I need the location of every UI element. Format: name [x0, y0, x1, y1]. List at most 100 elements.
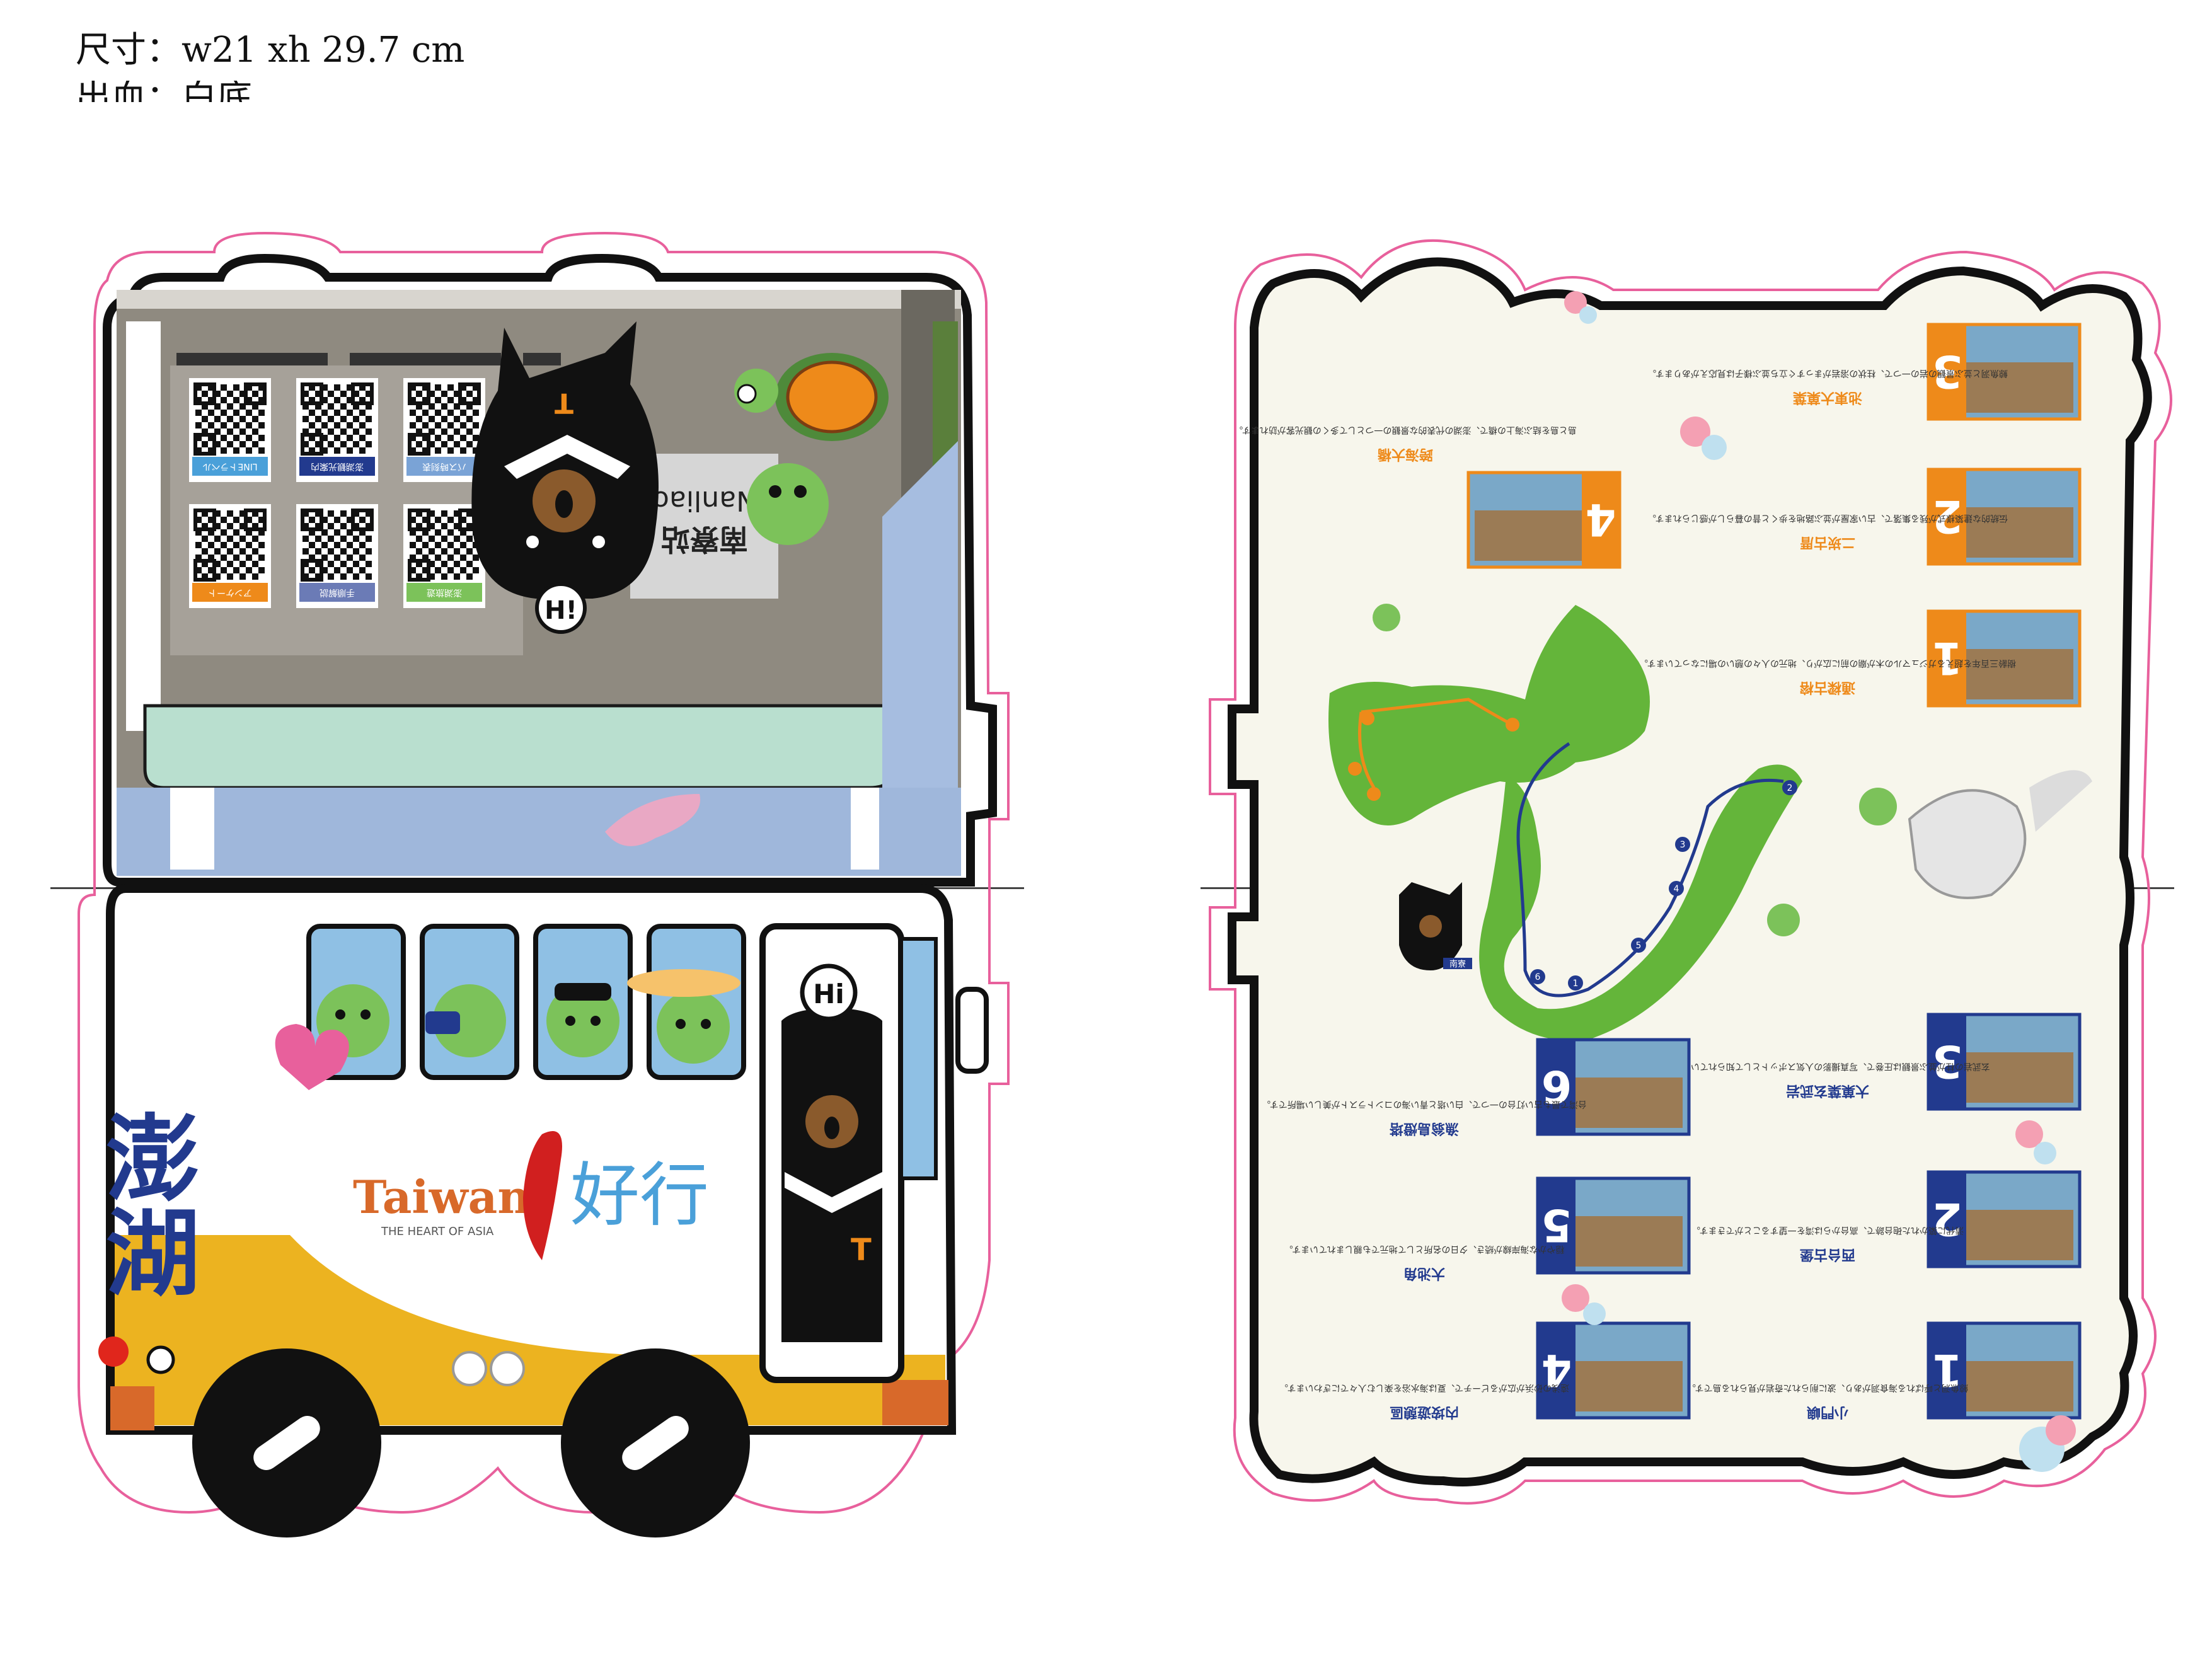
spot-card-2: 2 西台古堡 清代に築かれた砲台跡で、高台からは湾を一望することができます。 [1691, 1170, 2082, 1268]
svg-text:跨海大橋: 跨海大橋 [1377, 446, 1433, 463]
map-route-main [1516, 742, 1784, 997]
brand-tagline: THE HEART OF ASIA [381, 1225, 494, 1238]
svg-text:2: 2 [1787, 783, 1793, 793]
map-island-south [1479, 764, 1802, 1041]
map-turtle-2 [1767, 904, 1800, 936]
black-bear-character: T H! [471, 321, 659, 634]
bus-body: T Hi 澎湖 Taiwan THE HEART OF ASIA 好行 [89, 884, 989, 1537]
spot-card-4: 4 跨海大橋 島と島を結ぶ海上の橋で、澎湖の代表的な景観の一つとして多くの観光客が訪… [1234, 425, 1622, 569]
qr-code-1[interactable]: LINEトラベル [189, 378, 271, 482]
map-island-west [1328, 605, 1650, 825]
qr-label: 澎湖観光案内 [311, 461, 364, 472]
map-stop-3: 3 [1675, 837, 1690, 852]
svg-text:1: 1 [1932, 1344, 1963, 1396]
svg-text:2: 2 [1932, 490, 1963, 542]
spot-card-2: 2 二崁古厝 伝統的な建築様式が残る集落で、古い家屋が並ぶ路地を歩くと昔の暮らしが感… [1647, 468, 2082, 566]
spots-top-column: 3 池東大菓葉 鯨魚洞と並ぶ景観の岩の一つで、柱状の溶岩がまっすぐ立ち並ぶ様子は見応… [1234, 323, 2082, 708]
map-turtle-1 [1859, 788, 1897, 825]
svg-text:台湾で最も古い灯台の一つで、白い塔と青い海のコントラストが美: 台湾で最も古い灯台の一つで、白い塔と青い海のコントラストが美しい場所です。 [1262, 1099, 1587, 1110]
penghu-title: 澎湖 [89, 1109, 200, 1298]
qr-label: バス時刻表 [422, 461, 466, 471]
svg-text:1: 1 [1573, 979, 1579, 989]
svg-text:2: 2 [1932, 1193, 1963, 1244]
map-stops: 1 2 3 4 5 6 [1348, 711, 1797, 991]
qr-code-4[interactable]: アンケート [189, 504, 271, 608]
svg-text:伝統的な建築様式が残る集落で、古い家屋が並ぶ路地を歩くと昔の: 伝統的な建築様式が残る集落で、古い家屋が並ぶ路地を歩くと昔の暮らしが感じられます… [1647, 513, 2008, 524]
map-west-stop [1367, 787, 1381, 801]
front-cut-line [78, 231, 1010, 1515]
svg-text:西台古堡: 西台古堡 [1800, 1246, 1855, 1263]
slogan: 好行 [570, 1155, 709, 1236]
map-west-stop [1361, 711, 1374, 725]
spot-card-5: 5 大池角 穏やかな海岸線が続き、夕日の名所として地元でも親しまれています。 [1284, 1176, 1691, 1282]
svg-text:島と島を結ぶ海上の橋で、澎湖の代表的な景観の一つとして多くの: 島と島を結ぶ海上の橋で、澎湖の代表的な景観の一つとして多くの観光客が訪れます。 [1234, 425, 1577, 435]
qr-code-2[interactable]: 澎湖観光案内 [296, 378, 378, 482]
qr-label: 手順解説 [320, 587, 355, 597]
qr-label: LINEトラベル [202, 461, 257, 471]
svg-text:二崁古厝: 二崁古厝 [1800, 534, 1855, 551]
svg-text:大菓葉玄武岩: 大菓葉玄武岩 [1786, 1083, 1869, 1099]
bleed-spec: 出血：白底 [76, 81, 252, 102]
map-stop-6: 6 [1530, 969, 1545, 984]
driver-speech-bubble: Hi [813, 979, 844, 1009]
map-west-stop [1506, 718, 1519, 732]
bear-speech-bubble: H! [544, 596, 577, 625]
svg-text:小門嶼: 小門嶼 [1807, 1404, 1848, 1420]
svg-text:4: 4 [1586, 493, 1616, 545]
map-stop-1: 1 [1568, 975, 1583, 991]
svg-text:4: 4 [1674, 884, 1679, 894]
map-stop-5: 5 [1631, 938, 1646, 953]
qr-code-5[interactable]: 手順解説 [296, 504, 378, 608]
bus-seat [143, 704, 903, 790]
spot-card-3: 3 大菓葉玄武岩 玄武岩の柱が並ぶ景観は圧巻で、写真撮影の人気スポットとして知られて… [1665, 1013, 2082, 1111]
size-spec: 尺寸：w21 xh 29.7 cm [76, 30, 465, 71]
svg-text:穏やかな海岸線が続き、夕日の名所として地元でも親しまれていま: 穏やかな海岸線が続き、夕日の名所として地元でも親しまれています。 [1284, 1244, 1565, 1255]
qr-code-6[interactable]: 澎湖旅遊 [403, 504, 485, 608]
svg-text:3: 3 [1932, 1035, 1963, 1087]
stop-name-zh: 南寮站 [661, 522, 748, 556]
map-west-stop [1348, 762, 1362, 776]
back-black-outline [1228, 257, 2152, 1486]
svg-text:5: 5 [1541, 1199, 1572, 1251]
spot-card-3: 3 池東大菓葉 鯨魚洞と並ぶ景観の岩の一つで、柱状の溶岩がまっすぐ立ち並ぶ様子は見応… [1647, 323, 2082, 421]
back-panel: 1 2 3 4 5 6 3 池東大菓葉 鯨魚洞と並ぶ景観の岩の一つで、柱状の溶岩がまっすぐ立ち… [1209, 239, 2172, 1505]
svg-text:大池角: 大池角 [1403, 1265, 1445, 1282]
svg-text:3: 3 [1932, 345, 1963, 397]
map-turtle-3 [1373, 604, 1400, 631]
svg-text:3: 3 [1680, 840, 1686, 850]
qr-label: 澎湖旅遊 [427, 587, 462, 597]
stop-name-en: Nanliao [652, 485, 757, 517]
svg-text:鯨魚洞と呼ばれる海食洞があり、波に削られた奇岩が見られる島で: 鯨魚洞と呼ばれる海食洞があり、波に削られた奇岩が見られる島です。 [1687, 1382, 1968, 1393]
svg-text:清代に築かれた砲台跡で、高台からは湾を一望することができます: 清代に築かれた砲台跡で、高台からは湾を一望することができます。 [1691, 1225, 1964, 1236]
map-stop-4: 4 [1669, 881, 1684, 896]
svg-text:通樑古榕: 通樑古榕 [1799, 679, 1855, 696]
bear-chest-letter: T [555, 387, 573, 419]
svg-text:6: 6 [1541, 1060, 1572, 1112]
map-start-tag: 南寮 [1449, 959, 1466, 969]
svg-text:遠浅の砂浜が広がるビーチで、夏は海水浴を楽しむ人々でにぎわい: 遠浅の砂浜が広がるビーチで、夏は海水浴を楽しむ人々でにぎわいます。 [1279, 1382, 1569, 1393]
qr-label: アンケート [208, 587, 252, 597]
seashell-icon [1908, 789, 2027, 899]
map-bear-character: 南寮 [1399, 882, 1472, 970]
bridge-deco [2029, 770, 2092, 832]
spot-card-1: 1 通樑古榕 樹齢三百年を超えるガジュマルの木が廟の前に広がり、地元の人々の憩いの場… [1639, 609, 2082, 708]
map-route-west [1358, 698, 1514, 789]
svg-text:6: 6 [1535, 972, 1541, 982]
svg-text:鯨魚洞と並ぶ景観の岩の一つで、柱状の溶岩がまっすぐ立ち並ぶ様: 鯨魚洞と並ぶ景観の岩の一つで、柱状の溶岩がまっすぐ立ち並ぶ様子は見応えがあります… [1647, 368, 2007, 379]
svg-text:玄武岩の柱が並ぶ景観は圧巻で、写真撮影の人気スポットとして知: 玄武岩の柱が並ぶ景観は圧巻で、写真撮影の人気スポットとして知られています。 [1665, 1061, 1990, 1072]
bus-floor [117, 788, 961, 876]
turtle-character-hanging [734, 353, 889, 545]
svg-text:内垵遊憩區: 内垵遊憩區 [1390, 1404, 1459, 1420]
driver-bear-letter: T [851, 1233, 872, 1268]
back-cut-line [1209, 239, 2172, 1505]
svg-text:1: 1 [1932, 632, 1963, 684]
svg-text:樹齢三百年を超えるガジュマルの木が廟の前に広がり、地元の人々: 樹齢三百年を超えるガジュマルの木が廟の前に広がり、地元の人々の憩いの場になってい… [1639, 658, 2016, 669]
svg-text:漁翁島燈塔: 漁翁島燈塔 [1389, 1120, 1459, 1137]
svg-text:池東大菓葉: 池東大菓葉 [1792, 389, 1862, 406]
qr-code-3[interactable]: バス時刻表 [403, 378, 485, 482]
spot-card-6: 6 漁翁島燈塔 台湾で最も古い灯台の一つで、白い塔と青い海のコントラストが美しい場所… [1262, 1038, 1691, 1137]
